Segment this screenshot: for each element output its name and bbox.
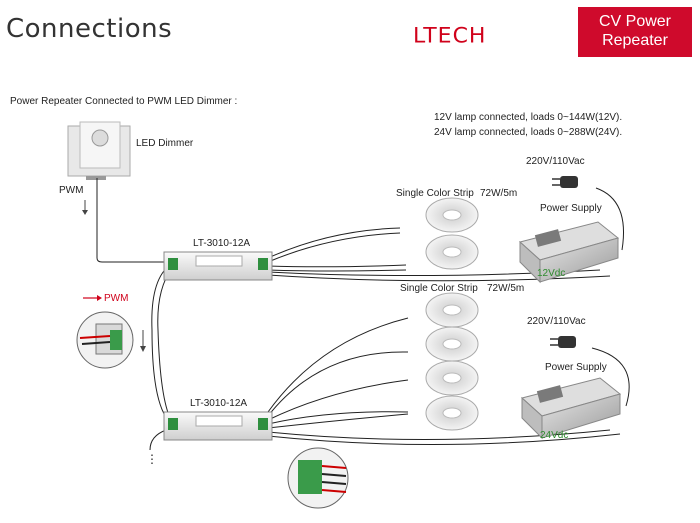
pwm-red-arrow xyxy=(83,295,102,301)
power-supply-top xyxy=(518,221,620,284)
strip-reel-top-1 xyxy=(425,197,479,233)
pwm-label-top: PWM xyxy=(59,185,84,196)
strip-top-power: 72W/5m xyxy=(480,188,518,199)
strip-reel-bottom-1 xyxy=(425,292,479,328)
diagram-subtitle: Power Repeater Connected to PWM LED Dimm… xyxy=(10,96,238,107)
led-dimmer-device xyxy=(67,121,131,180)
repeater-top-label: LT-3010-12A xyxy=(193,238,251,249)
mains-bottom-label: 220V/110Vac xyxy=(527,316,586,327)
repeater-bottom-device xyxy=(163,411,273,441)
load-note-24v: 24V lamp connected, loads 0~288W(24V). xyxy=(434,127,623,138)
power-supply-bottom xyxy=(520,377,622,440)
continuation-dots: ⋮ xyxy=(146,452,158,466)
strip-reel-bottom-2 xyxy=(425,326,479,362)
strip-reel-bottom-3 xyxy=(425,360,479,396)
signal-down-arrow xyxy=(140,330,146,352)
page-title: Connections xyxy=(6,14,173,44)
repeater-top-device xyxy=(163,251,273,281)
psu-bottom-label: Power Supply xyxy=(545,362,607,373)
strip-top-label: Single Color Strip xyxy=(396,188,474,199)
brand-logo: LTECH xyxy=(413,24,487,49)
strip-bottom-label: Single Color Strip xyxy=(400,283,478,294)
badge-line-2: Repeater xyxy=(602,32,668,49)
voltage-top-label: 12Vdc xyxy=(537,268,566,279)
strip-reel-bottom-4 xyxy=(425,395,479,431)
mains-plug-bottom-icon xyxy=(550,336,576,348)
pwm-label-red: PWM xyxy=(104,293,129,304)
connector-zoom-left xyxy=(76,311,134,369)
connector-zoom-bottom xyxy=(287,447,349,509)
pwm-down-arrow xyxy=(82,200,88,215)
psu-top-label: Power Supply xyxy=(540,203,602,214)
badge-line-1: CV Power xyxy=(598,13,672,30)
repeater-bottom-label: LT-3010-12A xyxy=(190,398,248,409)
strip-reel-top-2 xyxy=(425,234,479,270)
load-note-12v: 12V lamp connected, loads 0~144W(12V). xyxy=(434,112,623,123)
product-badge: CV Power Repeater xyxy=(578,7,692,57)
led-dimmer-label: LED Dimmer xyxy=(136,138,194,149)
voltage-bottom-label: 24Vdc xyxy=(540,430,569,441)
strip-bottom-power: 72W/5m xyxy=(487,283,525,294)
mains-top-label: 220V/110Vac xyxy=(526,156,585,167)
mains-plug-top-icon xyxy=(552,176,578,188)
